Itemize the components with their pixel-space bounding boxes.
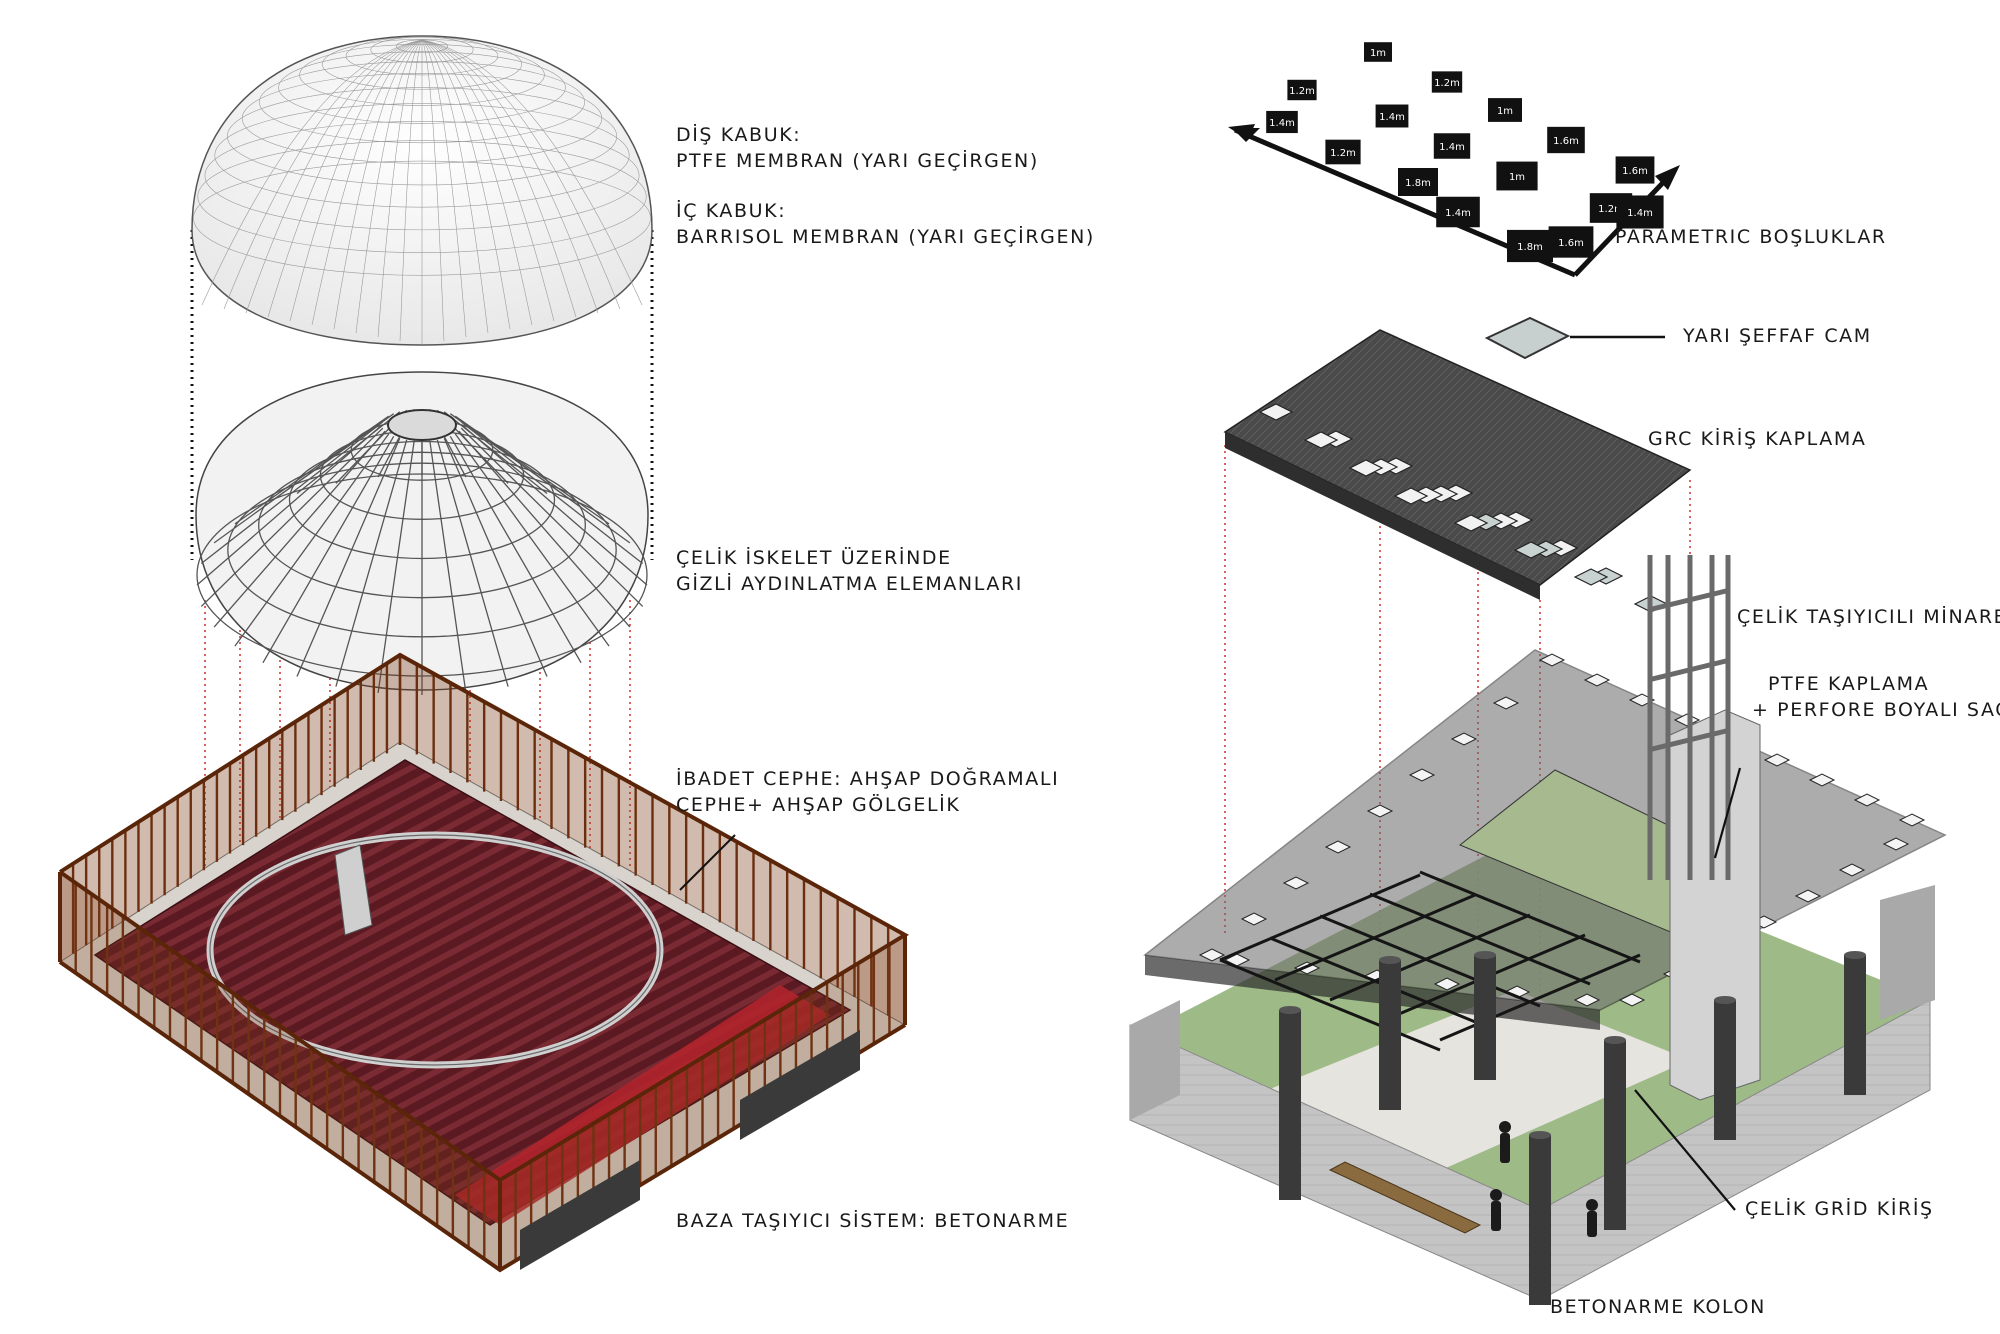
steel-frame-label-1: ÇELİK İSKELET ÜZERİNDE — [676, 547, 952, 569]
opening-size-label: 1.2m — [1434, 78, 1460, 89]
dome-oculus — [387, 409, 457, 441]
opening-tile: 1.6m — [1615, 156, 1655, 184]
opening-tile: 1.4m — [1433, 133, 1471, 159]
concrete-column — [1529, 1131, 1551, 1305]
people-figures — [1490, 1121, 1598, 1237]
opening-size-label: 1.2m — [1330, 148, 1356, 159]
opening-size-label: 1.8m — [1517, 242, 1543, 253]
minaret-label: ÇELİK TAŞIYICILI MİNARE — [1737, 606, 2000, 628]
opening-size-label: 1.4m — [1439, 142, 1465, 153]
ptfe-label-2: + PERFORE BOYALI SAC — [1752, 699, 2000, 721]
opening-size-label: 1.6m — [1553, 136, 1579, 147]
opening-tile: 1.8m — [1507, 229, 1553, 263]
opening-size-label: 1m — [1509, 172, 1525, 183]
opening-tile: 1.4m — [1616, 195, 1664, 229]
opening-tile: 1m — [1488, 98, 1522, 122]
concrete-columns — [1279, 951, 1866, 1305]
inner-shell-material: BARRISOL MEMBRAN (YARI GEÇİRGEN) — [676, 226, 1095, 248]
opening-tile: 1.4m — [1436, 196, 1480, 228]
outer-shell-material: PTFE MEMBRAN (YARI GEÇİRGEN) — [676, 150, 1039, 172]
opening-size-label: 1.6m — [1622, 166, 1648, 177]
parametric-openings-plane: 1m1.2m1.2m1.4m1.4m1m1.2m1.4m1.6m1.6m1.8m… — [1228, 42, 1680, 278]
opening-tile: 1.2m — [1287, 79, 1317, 101]
concrete-column — [1474, 951, 1496, 1080]
grc-label: GRC KİRİŞ KAPLAMA — [1648, 428, 1867, 450]
opening-tile: 1.4m — [1266, 110, 1298, 134]
inner-shell-title: İÇ KABUK: — [676, 200, 787, 222]
opening-size-label: 1m — [1497, 106, 1513, 117]
ptfe-label-1: PTFE KAPLAMA — [1768, 673, 1930, 695]
opening-tile: 1.8m — [1398, 168, 1438, 196]
opening-size-label: 1.6m — [1558, 238, 1584, 249]
facade-leader-line — [679, 834, 736, 891]
opening-size-label: 1.4m — [1445, 208, 1471, 219]
column-label: BETONARME KOLON — [1550, 1296, 1766, 1318]
concrete-column — [1604, 1036, 1626, 1230]
opening-size-label: 1m — [1370, 48, 1386, 59]
opening-size-label: 1.4m — [1627, 208, 1653, 219]
outer-dome-shell — [191, 35, 653, 346]
left-exploded-axonometric — [58, 35, 909, 1273]
inner-dome-steel-frame — [195, 371, 649, 695]
glass-pane — [1484, 316, 1571, 360]
opening-tile: 1.2m — [1325, 139, 1361, 165]
grc-beam-cladding — [1223, 329, 1692, 613]
opening-size-label: 1.2m — [1598, 204, 1624, 215]
concrete-column — [1279, 1006, 1301, 1200]
base-building — [58, 652, 909, 1273]
concrete-column — [1379, 956, 1401, 1110]
steel-frame-label-2: GİZLİ AYDINLATMA ELEMANLARI — [676, 573, 1023, 595]
opening-tile: 1.2m — [1431, 71, 1463, 93]
base-system-label: BAZA TAŞIYICI SİSTEM: BETONARME — [676, 1210, 1070, 1232]
opening-tile: 1.4m — [1375, 104, 1409, 128]
opening-tile: 1.6m — [1547, 126, 1585, 154]
right-exploded-axonometric: 1m1.2m1.2m1.4m1.4m1m1.2m1.4m1.6m1.6m1.8m… — [1129, 42, 1947, 1305]
outer-shell-title: DİŞ KABUK: — [676, 124, 802, 146]
parametric-openings-label: PARAMETRIC BOŞLUKLAR — [1615, 226, 1887, 248]
steel-minaret — [1647, 555, 1761, 1101]
opening-tile: 1m — [1496, 161, 1538, 191]
concrete-column — [1714, 996, 1736, 1140]
concrete-column — [1844, 951, 1866, 1095]
opening-tile: 1.6m — [1548, 226, 1594, 258]
grid-beam-label: ÇELİK GRİD KİRİŞ — [1745, 1198, 1934, 1220]
opening-tile: 1m — [1364, 42, 1392, 62]
opening-size-label: 1.8m — [1405, 178, 1431, 189]
opening-size-label: 1.4m — [1269, 118, 1295, 129]
right-leader-lines — [1634, 767, 1742, 1211]
facade-label-1: İBADET CEPHE: AHŞAP DOĞRAMALI — [676, 768, 1060, 790]
opening-size-label: 1.4m — [1379, 112, 1405, 123]
opening-size-label: 1.2m — [1289, 86, 1315, 97]
facade-label-2: CEPHE+ AHŞAP GÖLGELİK — [676, 794, 961, 816]
glass-label: YARI ŞEFFAF CAM — [1683, 325, 1872, 347]
